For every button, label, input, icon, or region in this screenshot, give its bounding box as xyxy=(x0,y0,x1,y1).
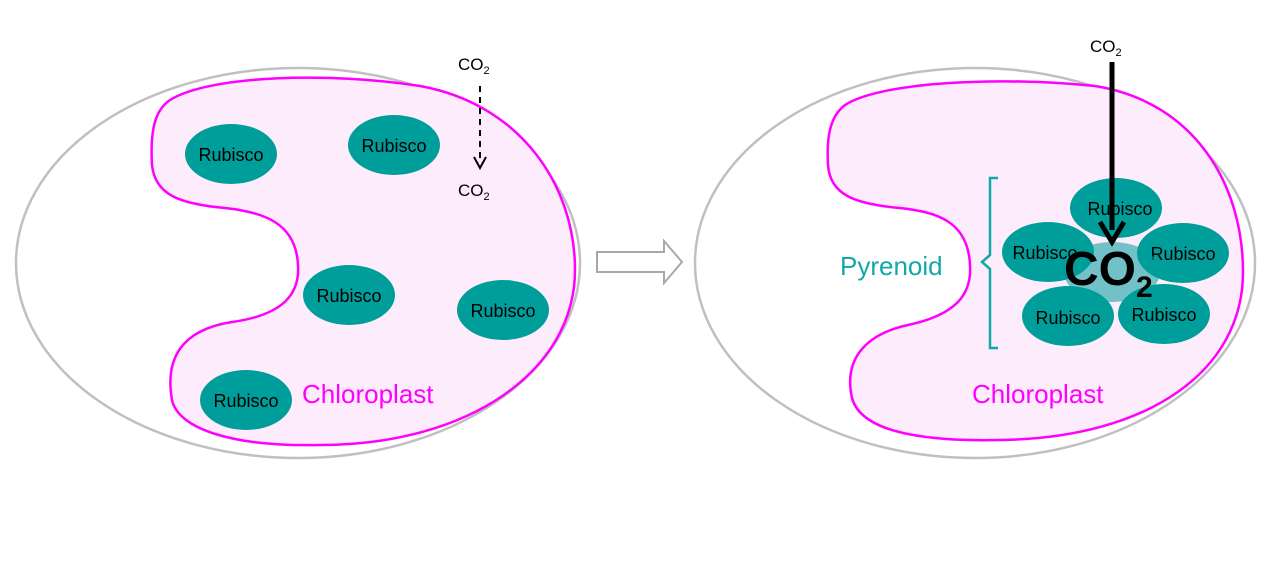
rubisco: Rubisco xyxy=(1070,178,1162,238)
rubisco-label: Rubisco xyxy=(470,301,535,321)
rubisco: Rubisco xyxy=(1137,223,1229,283)
rubisco: Rubisco xyxy=(348,115,440,175)
rubisco: Rubisco xyxy=(1022,286,1114,346)
rubisco: Rubisco xyxy=(457,280,549,340)
right-panel: Pyrenoid Rubisco Rubisco Rubisco Rubisco… xyxy=(693,37,1257,460)
rubisco: Rubisco xyxy=(303,265,395,325)
pyrenoid-label: Pyrenoid xyxy=(840,251,943,281)
rubisco-label: Rubisco xyxy=(1150,244,1215,264)
co2-concentrated-label: CO2 xyxy=(1064,243,1153,304)
rubisco: Rubisco xyxy=(200,370,292,430)
chloroplast-label: Chloroplast xyxy=(972,379,1104,409)
rubisco: Rubisco xyxy=(185,124,277,184)
co2-label-outside: CO2 xyxy=(458,55,490,77)
rubisco-label: Rubisco xyxy=(1087,199,1152,219)
transition-arrow-icon xyxy=(596,238,684,286)
rubisco-label: Rubisco xyxy=(1035,308,1100,328)
rubisco-label: Rubisco xyxy=(1012,243,1077,263)
rubisco: Rubisco xyxy=(1118,284,1210,344)
pyrenoid-bracket xyxy=(980,176,998,350)
rubisco-label: Rubisco xyxy=(198,145,263,165)
rubisco-label: Rubisco xyxy=(1131,305,1196,325)
rubisco-label: Rubisco xyxy=(361,136,426,156)
rubisco-label: Rubisco xyxy=(316,286,381,306)
arrowhead-icon xyxy=(473,156,487,171)
co2-label-inside: CO2 xyxy=(458,181,490,203)
arrowhead-icon xyxy=(1097,220,1127,247)
rubisco-label: Rubisco xyxy=(213,391,278,411)
co2-glow xyxy=(1064,242,1160,302)
left-panel: Rubisco Rubisco Rubisco Rubisco Rubisco … xyxy=(14,55,582,460)
chloroplast-label: Chloroplast xyxy=(302,379,434,409)
co2-label-outside: CO2 xyxy=(1090,37,1122,59)
